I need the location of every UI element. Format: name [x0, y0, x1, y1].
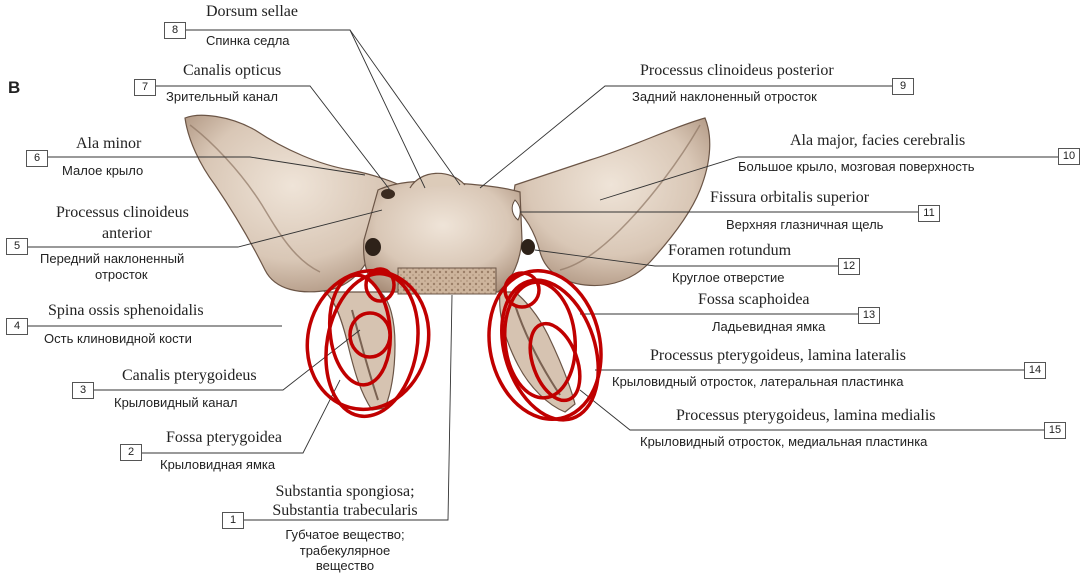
label-14-ru: Крыловидный отросток, латеральная пласти…: [612, 375, 903, 388]
label-2-ru: Крыловидная ямка: [160, 458, 275, 471]
label-1-latin-1: Substantia spongiosa;: [250, 484, 440, 500]
label-12-latin: Foramen rotundum: [668, 243, 791, 259]
label-7-latin: Canalis opticus: [183, 63, 281, 79]
label-9-latin: Processus clinoideus posterior: [640, 63, 834, 79]
label-1-ru-3: вещество: [250, 559, 440, 572]
label-8-number: 8: [164, 22, 186, 39]
label-6-latin: Ala minor: [76, 136, 141, 152]
label-14-number: 14: [1024, 362, 1046, 379]
label-9-ru: Задний наклоненный отросток: [632, 90, 817, 103]
label-13-number: 13: [858, 307, 880, 324]
label-3-latin: Canalis pterygoideus: [122, 368, 257, 384]
label-10-latin: Ala major, facies cerebralis: [790, 133, 965, 149]
label-15-ru: Крыловидный отросток, медиальная пластин…: [640, 435, 927, 448]
label-2-latin: Fossa pterygoidea: [166, 430, 282, 446]
label-6-ru: Малое крыло: [62, 164, 143, 177]
label-12-ru: Круглое отверстие: [672, 271, 784, 284]
label-11-ru: Верхняя глазничная щель: [726, 218, 883, 231]
label-8-ru: Спинка седла: [206, 34, 290, 47]
label-9-number: 9: [892, 78, 914, 95]
label-7-number: 7: [134, 79, 156, 96]
label-10-number: 10: [1058, 148, 1080, 165]
label-6-number: 6: [26, 150, 48, 167]
left-foramen: [365, 238, 381, 256]
label-2-number: 2: [120, 444, 142, 461]
label-13-latin: Fossa scaphoidea: [698, 292, 810, 308]
label-14-latin: Processus pterygoideus, lamina lateralis: [650, 348, 906, 364]
right-pterygoid-process: [500, 292, 575, 412]
label-5-ru-2: отросток: [95, 268, 148, 281]
label-12-number: 12: [838, 258, 860, 275]
label-11-number: 11: [918, 205, 940, 222]
label-10-ru: Большое крыло, мозговая поверхность: [738, 160, 975, 173]
label-1-ru-1: Губчатое вещество;: [250, 528, 440, 541]
label-8-latin: Dorsum sellae: [206, 4, 298, 20]
label-1-ru-2: трабекулярное: [250, 544, 440, 557]
label-13-ru: Ладьевидная ямка: [712, 320, 825, 333]
label-5-number: 5: [6, 238, 28, 255]
label-1-latin-2: Substantia trabecularis: [250, 503, 440, 519]
label-15-number: 15: [1044, 422, 1066, 439]
optic-canal: [381, 189, 395, 199]
label-4-ru: Ость клиновидной кости: [44, 332, 192, 345]
label-5-ru-1: Передний наклоненный: [40, 252, 184, 265]
label-3-ru: Крыловидный канал: [114, 396, 237, 409]
label-5-latin-2: anterior: [102, 226, 152, 242]
label-1-number: 1: [222, 512, 244, 529]
right-foramen-rotundum: [521, 239, 535, 255]
label-4-number: 4: [6, 318, 28, 335]
label-11-latin: Fissura orbitalis superior: [710, 190, 869, 206]
label-4-latin: Spina ossis sphenoidalis: [48, 303, 204, 319]
label-5-latin-1: Processus clinoideus: [56, 205, 189, 221]
label-15-latin: Processus pterygoideus, lamina medialis: [676, 408, 936, 424]
label-3-number: 3: [72, 382, 94, 399]
panel-letter: B: [8, 78, 20, 98]
label-7-ru: Зрительный канал: [166, 90, 278, 103]
